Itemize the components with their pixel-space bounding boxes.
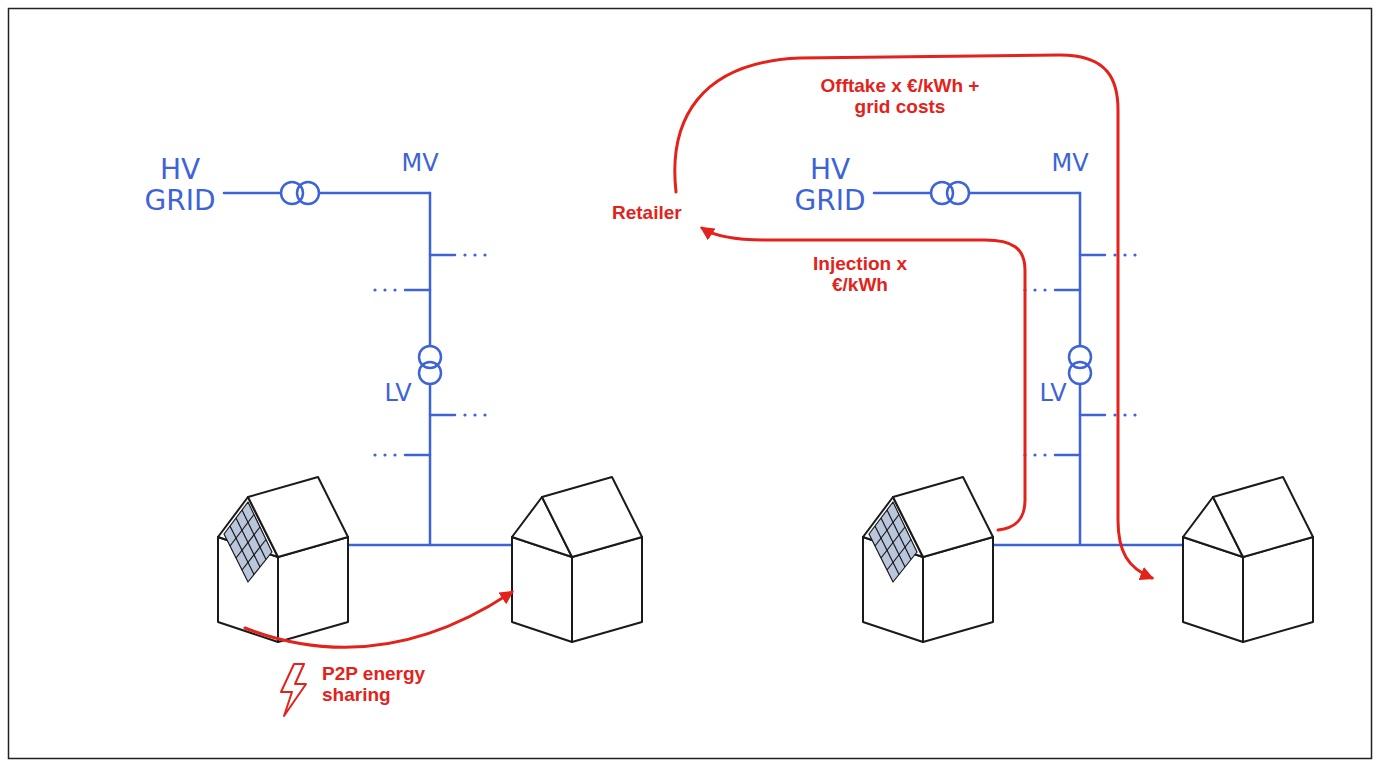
continuation-dot: [463, 413, 466, 416]
flow-label: P2P energy sharing: [322, 664, 447, 706]
actor-label: Retailer: [612, 203, 702, 224]
p2p-arrow: [245, 592, 512, 647]
transformer-symbol: [419, 362, 441, 384]
continuation-dot: [383, 453, 386, 456]
continuation-dot: [373, 453, 376, 456]
feeder-stub: [1055, 289, 1080, 292]
transformer-symbol: [947, 182, 969, 204]
continuation-dot: [1113, 253, 1116, 256]
grid-level-label: MV: [1040, 150, 1100, 176]
grid-level-label: LV: [378, 380, 418, 406]
hv-line: [874, 192, 931, 195]
continuation-dot: [473, 253, 476, 256]
feeder-stub: [405, 454, 430, 457]
continuation-dot: [1133, 253, 1136, 256]
house-connection: [993, 544, 1183, 547]
lv-bus: [429, 384, 432, 545]
lightning-icon: [281, 664, 306, 716]
continuation-dot: [1033, 453, 1036, 456]
house: [1183, 477, 1313, 642]
continuation-dot: [383, 288, 386, 291]
solar-panel-frame: [224, 502, 272, 582]
continuation-dot: [463, 253, 466, 256]
continuation-dot: [483, 413, 486, 416]
continuation-dot: [1043, 453, 1046, 456]
continuation-dot: [393, 453, 396, 456]
house-roof: [1213, 477, 1313, 557]
solar-cell-line: [881, 527, 905, 558]
continuation-dot: [1123, 413, 1126, 416]
continuation-dot: [393, 288, 396, 291]
feeder-stub: [405, 289, 430, 292]
continuation-dot: [1133, 413, 1136, 416]
solar-cell-line: [242, 510, 266, 560]
continuation-dot: [1033, 288, 1036, 291]
solar-cell-line: [236, 518, 260, 567]
mv-bus: [1079, 193, 1082, 346]
house-with-pv: [218, 477, 348, 642]
grid-level-label: HV GRID: [784, 155, 876, 217]
house-roof: [542, 477, 642, 557]
solar-cell-line: [887, 510, 911, 560]
continuation-dot: [483, 253, 486, 256]
flow-label: Injection x €/kWh: [808, 254, 913, 296]
solar-cell-line: [881, 518, 905, 567]
solar-cell-line: [242, 540, 266, 571]
frame: [9, 9, 1372, 759]
solar-panel: [869, 502, 917, 582]
transformer-symbol: [297, 182, 319, 204]
offtake-arrow: [675, 55, 1152, 578]
lv-bus: [1079, 384, 1082, 545]
continuation-dot: [373, 288, 376, 291]
mv-line: [319, 192, 430, 195]
continuation-dot: [1043, 288, 1046, 291]
house: [512, 477, 642, 642]
transformer-symbol: [1069, 362, 1091, 384]
solar-cell-line: [236, 527, 260, 558]
feeder-stub: [1055, 454, 1080, 457]
feeder-stub: [1080, 254, 1105, 257]
continuation-dot: [473, 413, 476, 416]
mv-bus: [429, 193, 432, 346]
solar-cell-line: [887, 540, 911, 571]
house-with-pv: [863, 477, 993, 642]
injection-arrow: [702, 228, 1025, 530]
house-connection: [348, 544, 512, 547]
continuation-dot: [1123, 253, 1126, 256]
feeder-stub: [1080, 414, 1105, 417]
solar-panel: [224, 502, 272, 582]
feeder-stub: [430, 414, 455, 417]
flow-label: Offtake x €/kWh + grid costs: [815, 76, 985, 118]
grid-level-label: LV: [1035, 380, 1071, 406]
continuation-dot: [1113, 413, 1116, 416]
grid-level-label: HV GRID: [134, 155, 226, 217]
energy-flows: [245, 55, 1152, 716]
hv-line: [224, 192, 281, 195]
mv-line: [969, 192, 1080, 195]
solar-panel-frame: [869, 502, 917, 582]
feeder-stub: [430, 254, 455, 257]
grid-level-label: MV: [390, 150, 450, 176]
